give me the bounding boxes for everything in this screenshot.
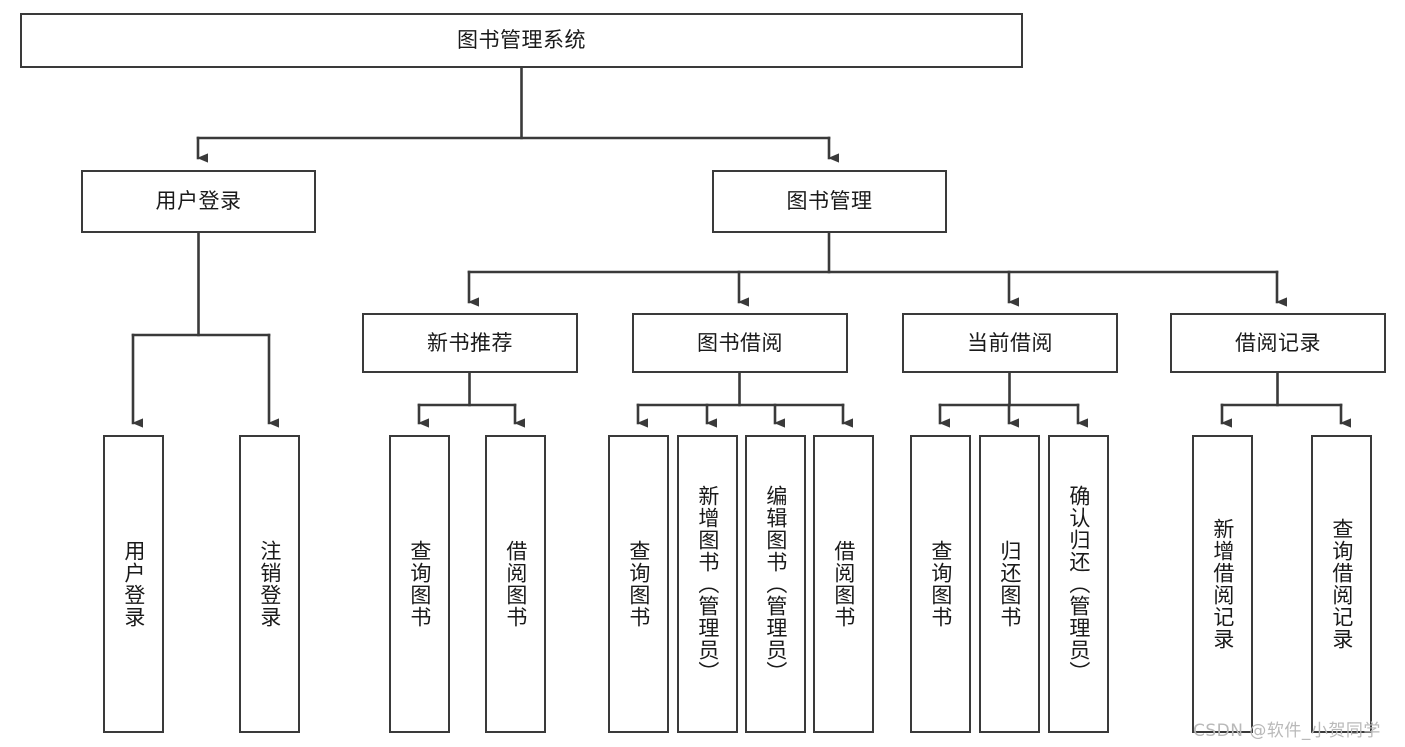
node-label: 查询图书 xyxy=(928,540,953,628)
node-label: 新书推荐 xyxy=(427,330,513,355)
leaf-book-borrow-query-book[interactable]: 查询图书 xyxy=(608,435,669,733)
leaf-book-borrow-edit-book-admin[interactable]: 编辑图书（管理员） xyxy=(745,435,806,733)
node-book-borrow[interactable]: 图书借阅 xyxy=(632,313,848,373)
node-current-borrow[interactable]: 当前借阅 xyxy=(902,313,1118,373)
node-label: 查询图书 xyxy=(626,540,651,628)
node-label: 借阅记录 xyxy=(1235,330,1321,355)
node-label: 查询借阅记录 xyxy=(1329,518,1354,650)
node-label: 用户登录 xyxy=(121,540,146,628)
node-label: 确认归还（管理员） xyxy=(1066,485,1091,683)
node-label: 新增图书（管理员） xyxy=(695,485,720,683)
node-book-management[interactable]: 图书管理 xyxy=(712,170,947,233)
leaf-new-book-borrow-book[interactable]: 借阅图书 xyxy=(485,435,546,733)
node-label: 借阅图书 xyxy=(503,540,528,628)
leaf-current-borrow-query-book[interactable]: 查询图书 xyxy=(910,435,971,733)
node-label: 用户登录 xyxy=(155,189,242,213)
node-label: 图书管理 xyxy=(786,189,873,213)
node-label: 归还图书 xyxy=(997,540,1022,628)
leaf-borrow-records-add-record[interactable]: 新增借阅记录 xyxy=(1192,435,1253,733)
node-new-book-recommend[interactable]: 新书推荐 xyxy=(362,313,578,373)
csdn-watermark: CSDN @软件_小贺同学 xyxy=(1193,721,1381,741)
leaf-borrow-records-query-record[interactable]: 查询借阅记录 xyxy=(1311,435,1372,733)
leaf-current-borrow-return-book[interactable]: 归还图书 xyxy=(979,435,1040,733)
node-label: 图书借阅 xyxy=(697,330,783,355)
node-label: 查询图书 xyxy=(407,540,432,628)
leaf-new-book-query-book[interactable]: 查询图书 xyxy=(389,435,450,733)
node-label: 借阅图书 xyxy=(831,540,856,628)
leaf-user-login-login[interactable]: 用户登录 xyxy=(103,435,164,733)
node-label: 当前借阅 xyxy=(967,330,1053,355)
leaf-book-borrow-borrow-book[interactable]: 借阅图书 xyxy=(813,435,874,733)
leaf-book-borrow-add-book-admin[interactable]: 新增图书（管理员） xyxy=(677,435,738,733)
leaf-current-borrow-confirm-return-admin[interactable]: 确认归还（管理员） xyxy=(1048,435,1109,733)
leaf-user-login-logout[interactable]: 注销登录 xyxy=(239,435,300,733)
node-user-login[interactable]: 用户登录 xyxy=(81,170,316,233)
node-borrow-records[interactable]: 借阅记录 xyxy=(1170,313,1386,373)
node-book-management-system[interactable]: 图书管理系统 xyxy=(20,13,1023,68)
node-label: 新增借阅记录 xyxy=(1210,518,1235,650)
node-label: 图书管理系统 xyxy=(457,28,586,52)
node-label: 注销登录 xyxy=(257,540,282,628)
node-label: 编辑图书（管理员） xyxy=(763,485,788,683)
